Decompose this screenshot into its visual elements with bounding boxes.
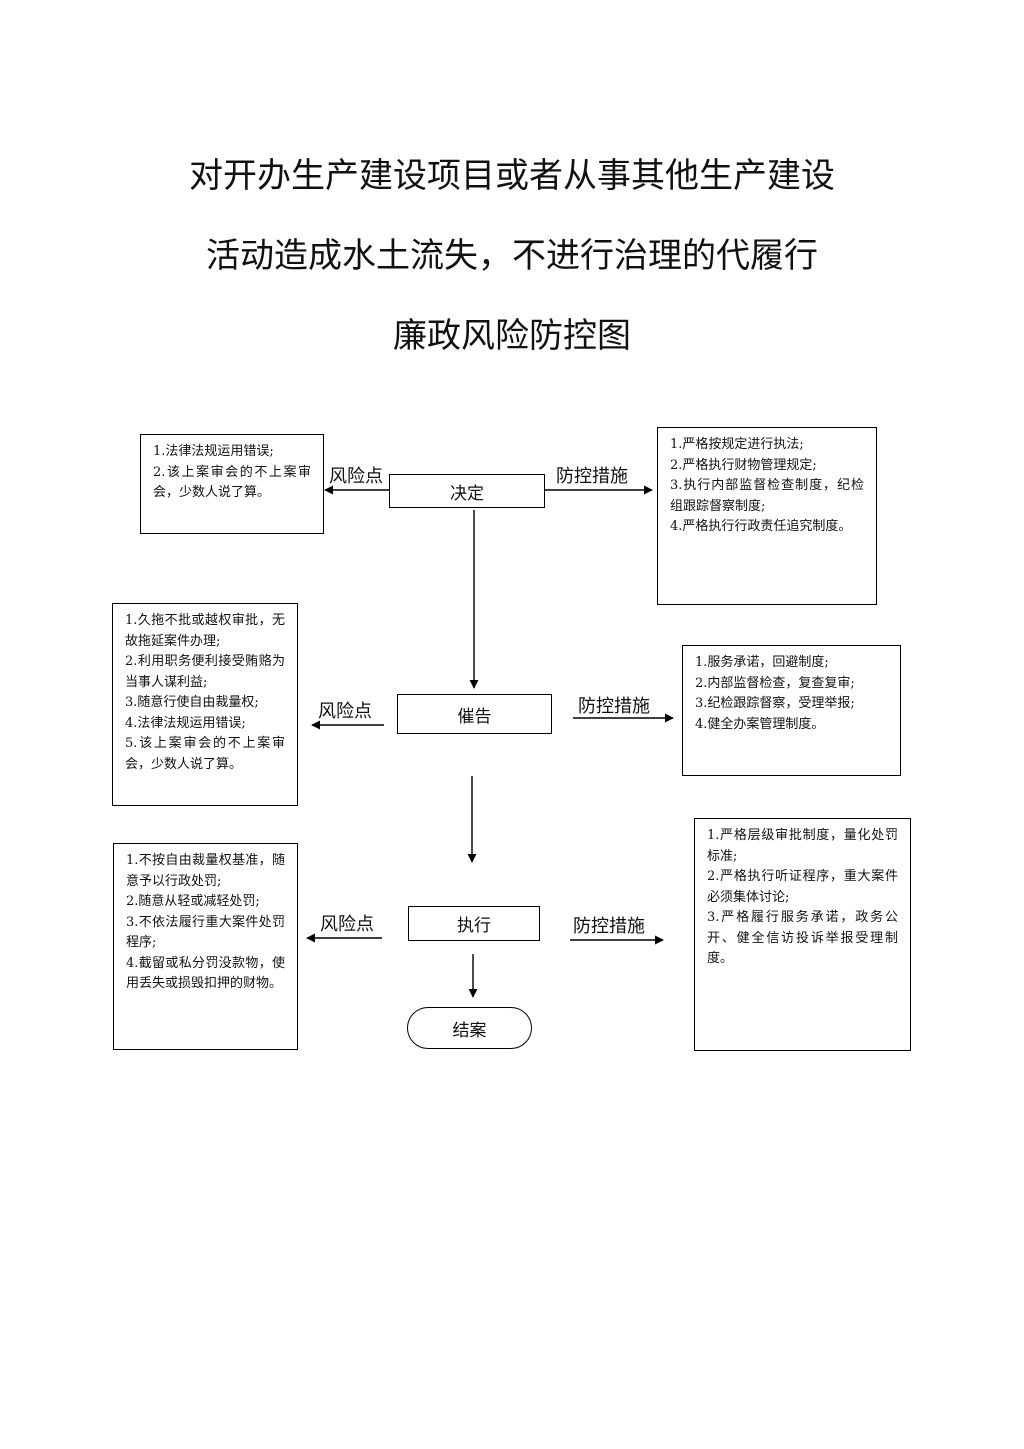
measure-item: 2.内部监督检查，复查复审; (695, 675, 855, 691)
risk-item: 2.该上案审会的不上案审会，少数人说了算。 (153, 464, 311, 501)
risk-item: 1.久拖不批或越权审批，无故拖延案件办理; (125, 613, 285, 649)
control-measure-label-urge: 防控措施 (578, 696, 650, 717)
measure-item: 2.严格执行听证程序，重大案件必须集体讨论; (707, 869, 898, 905)
measure-box-execute: 1.严格层级审批制度，量化处罚标准; 2.严格执行听证程序，重大案件必须集体讨论… (694, 818, 911, 1051)
page-title-line-1: 对开办生产建设项目或者从事其他生产建设 (189, 156, 835, 196)
measure-item: 4.健全办案管理制度。 (695, 716, 825, 732)
measure-item: 3.纪检跟踪督察，受理举报; (695, 696, 855, 711)
measure-box-urge: 1.服务承诺，回避制度; 2.内部监督检查，复查复审; 3.纪检跟踪督察，受理举… (682, 645, 901, 776)
measure-item: 1.严格按规定进行执法; (670, 437, 804, 452)
risk-item: 4.法律法规运用错误; (125, 715, 246, 731)
risk-item: 3.随意行使自由裁量权; (125, 695, 259, 710)
control-measure-label-execute: 防控措施 (573, 916, 645, 937)
node-execute: 执行 (408, 906, 540, 941)
risk-point-label-urge: 风险点 (318, 701, 372, 722)
risk-item: 1.法律法规运用错误; (153, 444, 274, 459)
measure-box-decide: 1.严格按规定进行执法; 2.严格执行财物管理规定; 3.执行内部监督检查制度，… (657, 427, 877, 605)
risk-item: 2.随意从轻或减轻处罚; (126, 894, 260, 909)
node-decide: 决定 (389, 474, 545, 508)
measure-item: 2.严格执行财物管理规定; (670, 457, 817, 473)
measure-item: 1.服务承诺，回避制度; (695, 655, 829, 670)
risk-item: 3.不依法履行重大案件处罚程序; (126, 914, 285, 951)
risk-item: 5.该上案审会的不上案审会，少数人说了算。 (125, 736, 285, 772)
risk-item: 4.截留或私分罚没款物，使用丢失或损毁扣押的财物。 (126, 955, 285, 992)
risk-item: 1.不按自由裁量权基准，随意予以行政处罚; (126, 853, 285, 889)
measure-item: 3.执行内部监督检查制度，纪检组跟踪督察制度; (670, 478, 864, 514)
measure-item: 3.严格履行服务承诺，政务公开、健全信访投诉举报受理制度。 (707, 910, 898, 966)
measure-item: 1.严格层级审批制度，量化处罚标准; (707, 828, 898, 864)
risk-box-urge: 1.久拖不批或越权审批，无故拖延案件办理; 2.利用职务便利接受贿赂为当事人谋利… (112, 603, 298, 806)
page-title-line-2: 活动造成水土流失，不进行治理的代履行 (206, 236, 818, 276)
page-title-line-3: 廉政风险防控图 (393, 316, 631, 356)
node-close: 结案 (407, 1007, 532, 1049)
risk-box-decide: 1.法律法规运用错误; 2.该上案审会的不上案审会，少数人说了算。 (140, 434, 324, 534)
control-measure-label-decide: 防控措施 (556, 466, 628, 487)
risk-box-execute: 1.不按自由裁量权基准，随意予以行政处罚; 2.随意从轻或减轻处罚; 3.不依法… (113, 843, 298, 1050)
risk-point-label-execute: 风险点 (320, 914, 374, 935)
node-urge: 催告 (397, 694, 552, 734)
measure-item: 4.严格执行行政责任追究制度。 (670, 519, 852, 534)
risk-point-label-decide: 风险点 (329, 466, 383, 487)
risk-item: 2.利用职务便利接受贿赂为当事人谋利益; (125, 654, 285, 690)
